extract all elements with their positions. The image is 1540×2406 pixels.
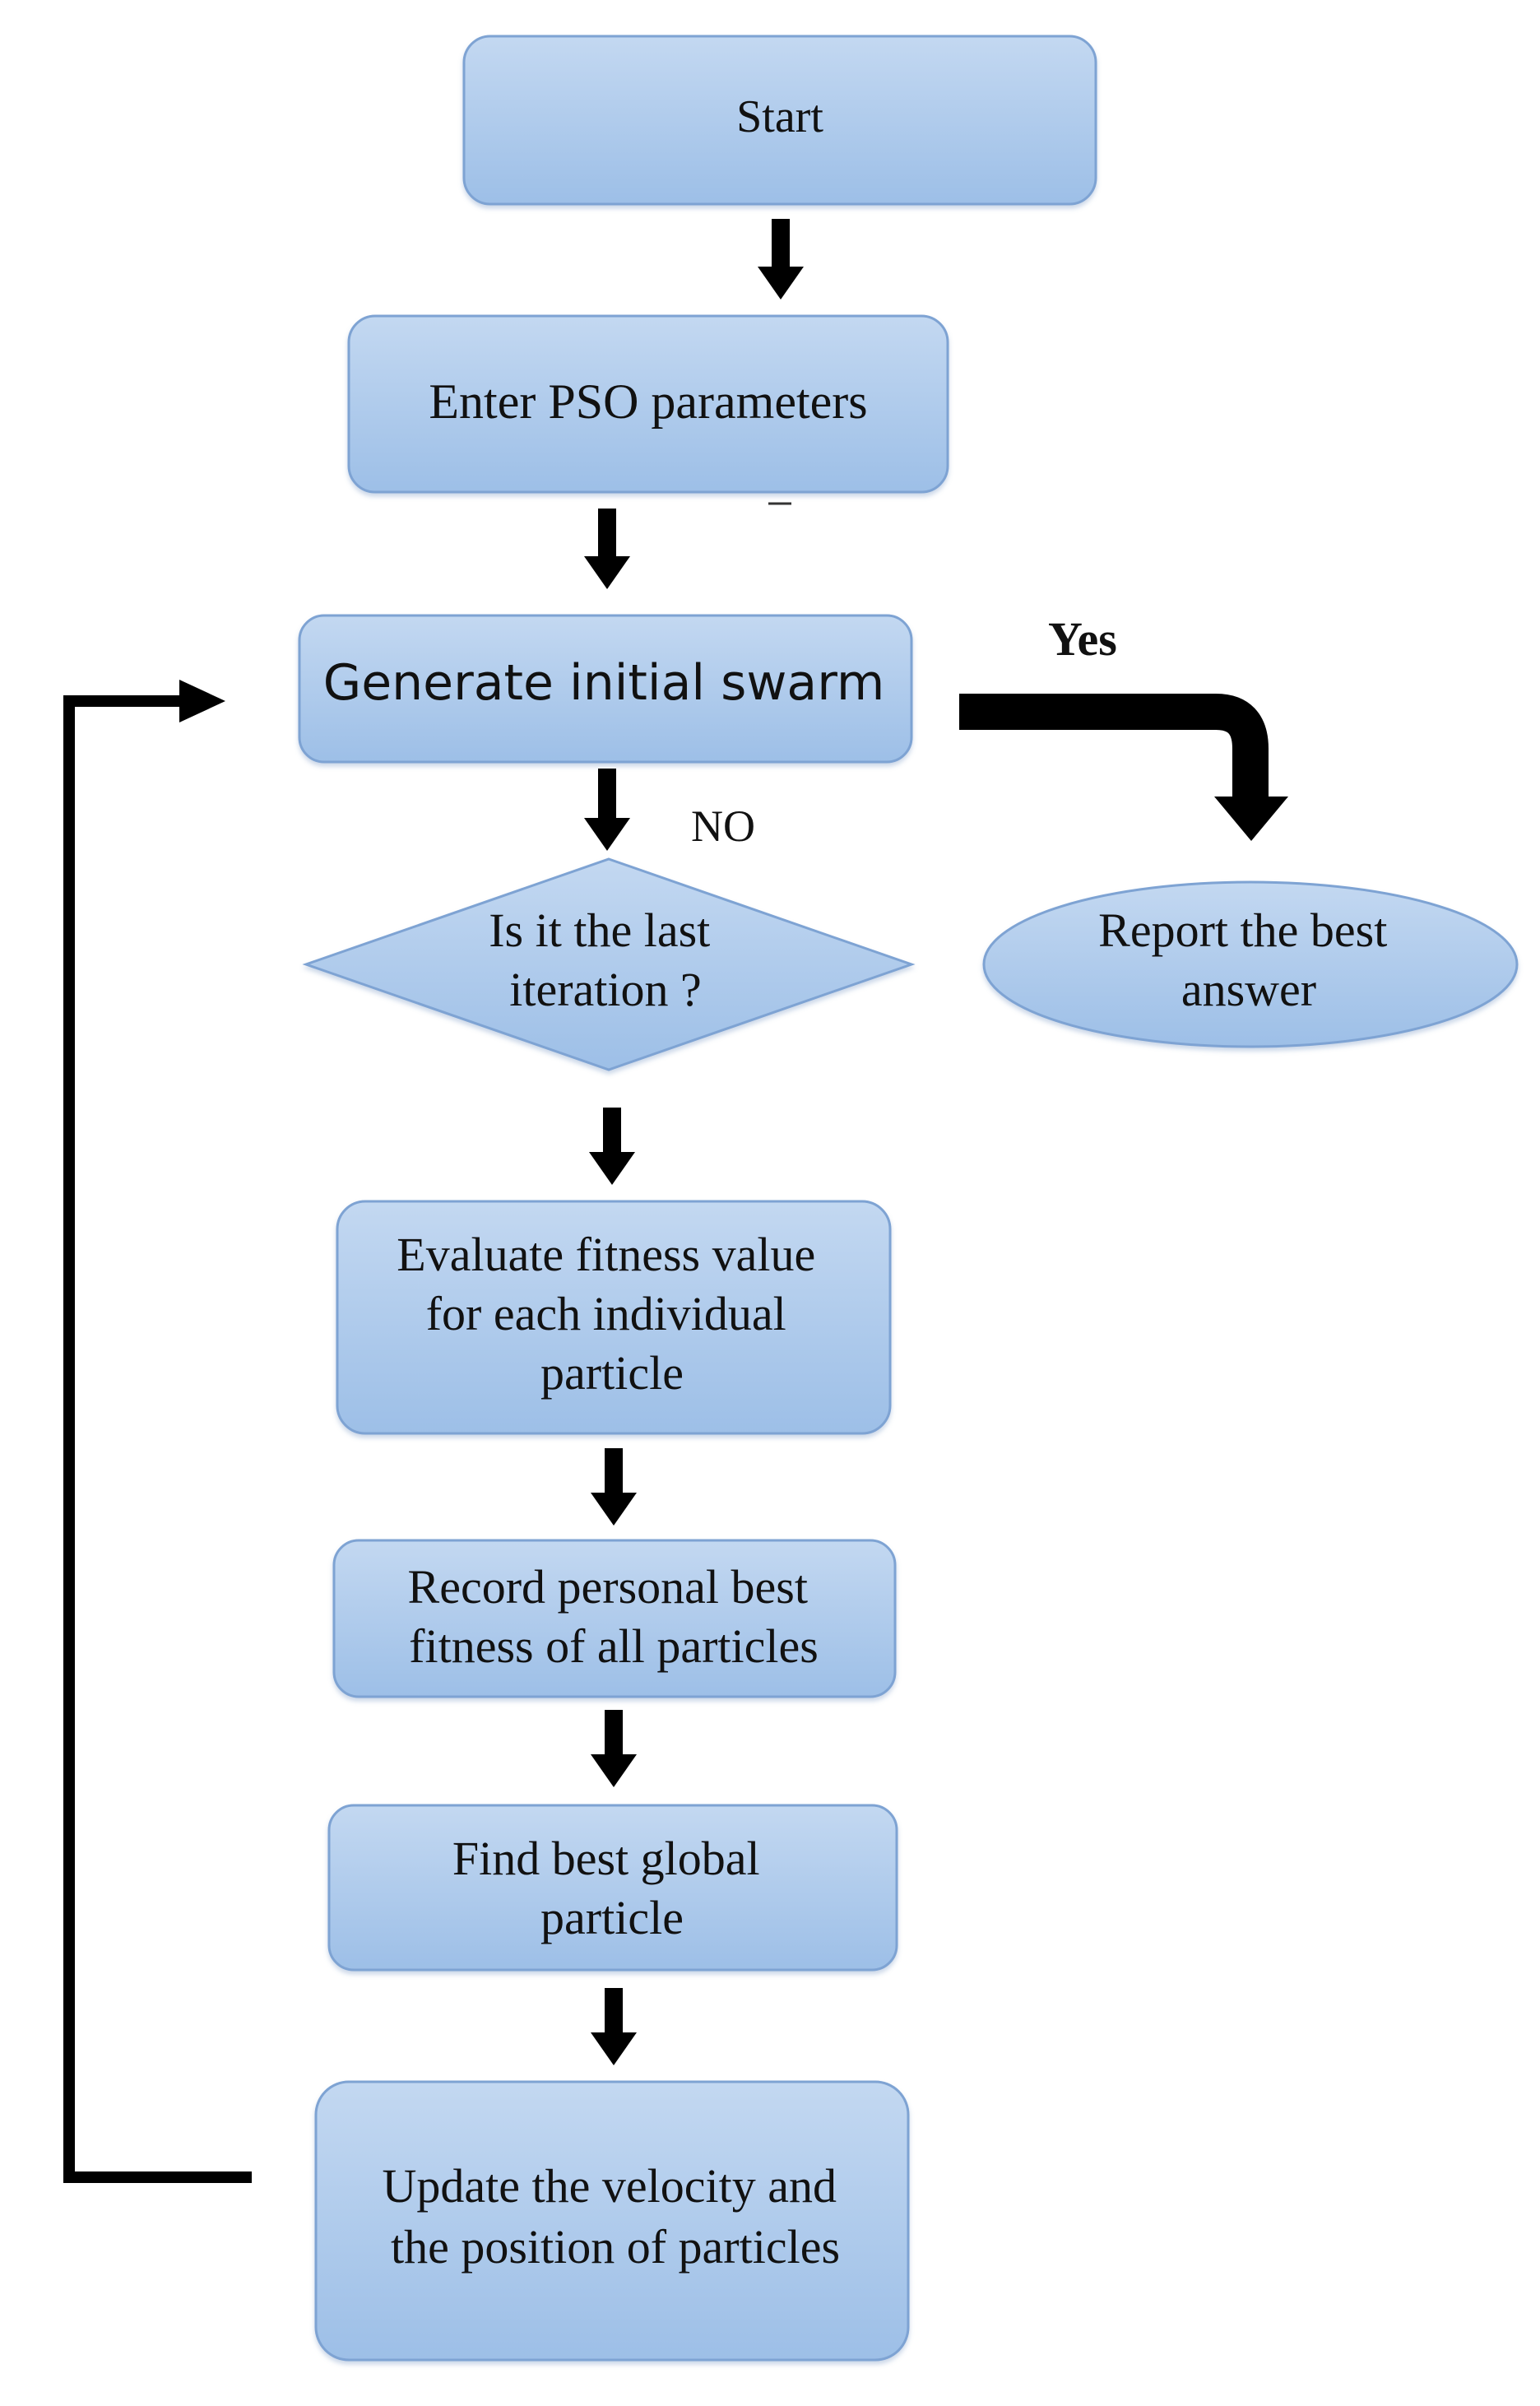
enter-params-box: [347, 314, 949, 494]
evaluate-fitness-label-line-1: Evaluate fitness value: [397, 1228, 815, 1281]
edge-label-no: NO: [691, 801, 755, 851]
update-particles-label: Update the velocity and the position of …: [383, 2159, 849, 2274]
edge-label-yes: Yes: [1048, 612, 1117, 666]
find-global-best-label-line-1: Find best global: [452, 1832, 760, 1885]
arrow-record-to-find-global: [591, 1710, 637, 1787]
node-update-particles: Update the velocity and the position of …: [314, 2080, 910, 2362]
node-enter-params: Enter PSO parameters: [347, 314, 949, 505]
last-iteration-label: Is it the last iteration ?: [489, 903, 722, 1016]
update-particles-label-line-1: Update the velocity and: [383, 2159, 837, 2213]
arrow-generate-swarm-to-decision: [584, 769, 630, 851]
record-personal-best-box: [332, 1539, 897, 1698]
node-start: Start: [462, 35, 1097, 206]
down-arrows: [584, 219, 804, 2065]
enter-params-label: Enter PSO parameters: [429, 374, 867, 429]
find-global-best-box: [327, 1804, 898, 1972]
enter-params-label-line: Enter PSO parameters: [429, 374, 867, 429]
node-last-iteration: Is it the last iteration ?: [302, 857, 916, 1071]
start-label: Start: [736, 91, 823, 142]
evaluate-fitness-label-line-3: particle: [540, 1346, 684, 1400]
last-iteration-diamond: [302, 857, 916, 1071]
generate-swarm-box: [298, 614, 913, 764]
evaluate-fitness-label-line-2: for each individual: [426, 1287, 786, 1340]
report-best-label-line-1: Report the best: [1098, 903, 1387, 957]
record-personal-best-label-line-2: fitness of all particles: [409, 1619, 819, 1673]
report-best-label: Report the best answer: [1098, 903, 1399, 1016]
record-personal-best-label: Record personal best fitness of all part…: [408, 1560, 820, 1673]
start-box: [462, 35, 1097, 206]
node-find-global-best: Find best global particle: [327, 1804, 898, 1972]
node-report-best: Report the best answer: [982, 880, 1519, 1048]
arrow-enter-params-to-generate-swarm: [584, 509, 630, 589]
feedback-loop-arrow: [63, 680, 252, 2183]
node-evaluate-fitness: Evaluate fitness value for each individu…: [336, 1200, 892, 1435]
node-record-personal-best: Record personal best fitness of all part…: [332, 1539, 897, 1698]
last-iteration-label-line-1: Is it the last: [489, 903, 710, 957]
arrow-yes-to-report-best: [959, 694, 1288, 841]
update-particles-box: [314, 2080, 910, 2362]
arrow-evaluate-to-record: [591, 1448, 637, 1526]
report-best-label-line-2: answer: [1181, 963, 1316, 1016]
report-best-ellipse: [982, 880, 1519, 1048]
record-personal-best-label-line-1: Record personal best: [408, 1560, 808, 1614]
evaluate-fitness-label: Evaluate fitness value for each individu…: [397, 1228, 827, 1400]
arrow-decision-to-evaluate-fitness: [589, 1108, 635, 1185]
find-global-best-label-line-2: particle: [540, 1891, 684, 1944]
node-generate-swarm: Generate initial swarm: [298, 614, 913, 764]
evaluate-fitness-box: [336, 1200, 892, 1435]
generate-swarm-label-line: Generate initial swarm: [323, 654, 885, 712]
find-global-best-label: Find best global particle: [452, 1832, 772, 1944]
update-particles-label-line-2: the position of particles: [391, 2220, 840, 2274]
generate-swarm-label: Generate initial swarm: [323, 654, 885, 712]
arrow-find-global-to-update: [591, 1988, 637, 2065]
arrow-start-to-enter-params: [758, 219, 804, 300]
start-label-line: Start: [736, 91, 823, 142]
last-iteration-label-line-2: iteration ?: [509, 963, 702, 1016]
